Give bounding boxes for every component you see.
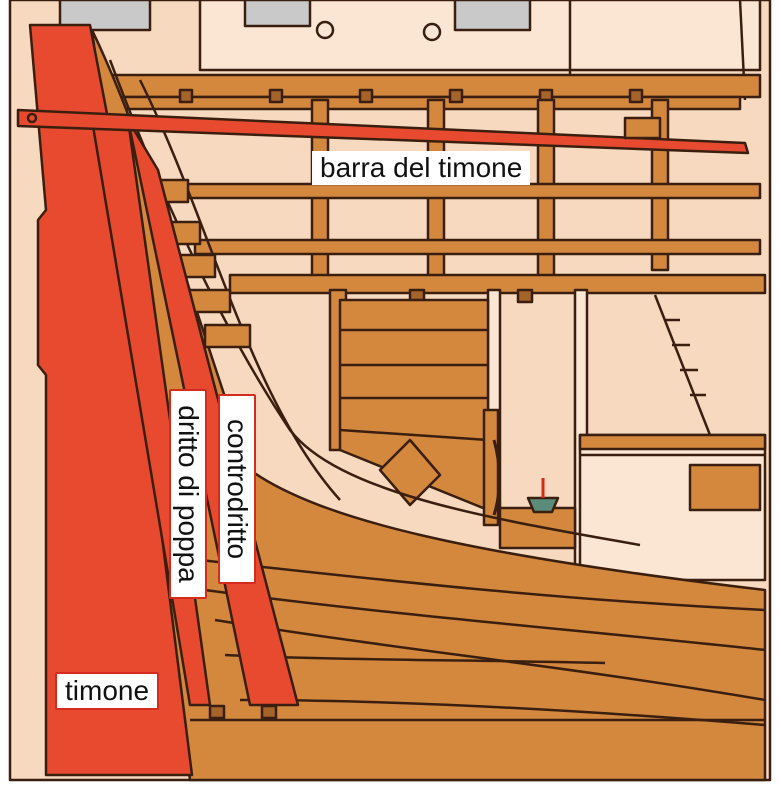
rudder-shape bbox=[28, 23, 194, 777]
cabin-beam bbox=[578, 433, 767, 451]
deck-beam-lower bbox=[98, 95, 742, 111]
deck-beam-upper bbox=[98, 73, 762, 99]
window-right bbox=[453, 0, 532, 32]
label-rudder: timone bbox=[55, 672, 160, 710]
ring-right bbox=[422, 22, 442, 42]
label-tiller: barra del timone bbox=[312, 151, 531, 185]
cabin-chest bbox=[688, 463, 762, 512]
tiller-bracket bbox=[623, 116, 662, 140]
lantern bbox=[526, 496, 560, 514]
label-inner-sternpost: controdritto bbox=[218, 394, 256, 584]
window-center bbox=[243, 0, 312, 28]
tiller-bar bbox=[16, 108, 750, 155]
ring-left bbox=[315, 20, 335, 40]
label-sternpost: dritto di poppa bbox=[169, 389, 207, 599]
rail bbox=[193, 238, 762, 256]
lantern-shelf bbox=[498, 506, 577, 550]
rail bbox=[168, 182, 762, 200]
